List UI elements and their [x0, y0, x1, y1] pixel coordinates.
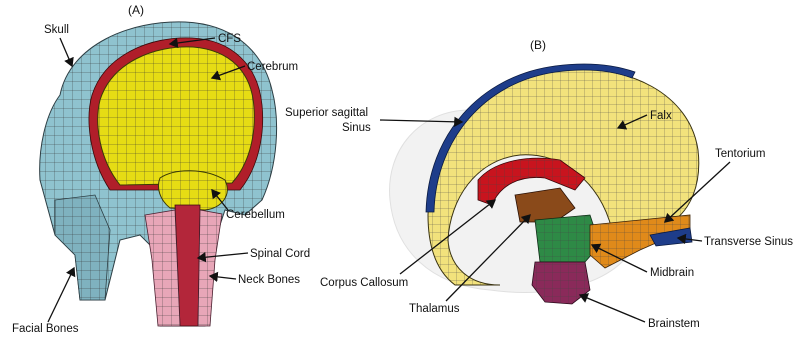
cfs-label: CFS [218, 33, 241, 45]
facial-bones-arrow [48, 268, 74, 322]
brainstem-label: Brainstem [648, 318, 700, 330]
superior-sagittal-label-line2: Sinus [342, 122, 371, 134]
panel-a-label: (A) [128, 3, 144, 17]
thalamus-label: Thalamus [409, 303, 460, 315]
panel-b-label: (B) [530, 38, 546, 52]
transverse-sinus-label: Transverse Sinus [704, 236, 793, 248]
falx-label: Falx [650, 110, 672, 122]
brainstem-arrow [580, 295, 645, 322]
cerebrum-label: Cerebrum [247, 61, 298, 73]
tentorium-label: Tentorium [715, 148, 766, 160]
skull-arrow [60, 38, 72, 66]
superior-sagittal-label-line1: Superior sagittal [285, 107, 368, 119]
skull-label: Skull [44, 24, 69, 36]
cerebellum-label: Cerebellum [226, 209, 285, 221]
spinal-cord-label: Spinal Cord [250, 248, 310, 260]
facial-bones-label: Facial Bones [12, 323, 79, 335]
midbrain-label: Midbrain [650, 267, 694, 279]
corpus-callosum-label: Corpus Callosum [320, 277, 408, 289]
neck-bones-label: Neck Bones [238, 274, 300, 286]
